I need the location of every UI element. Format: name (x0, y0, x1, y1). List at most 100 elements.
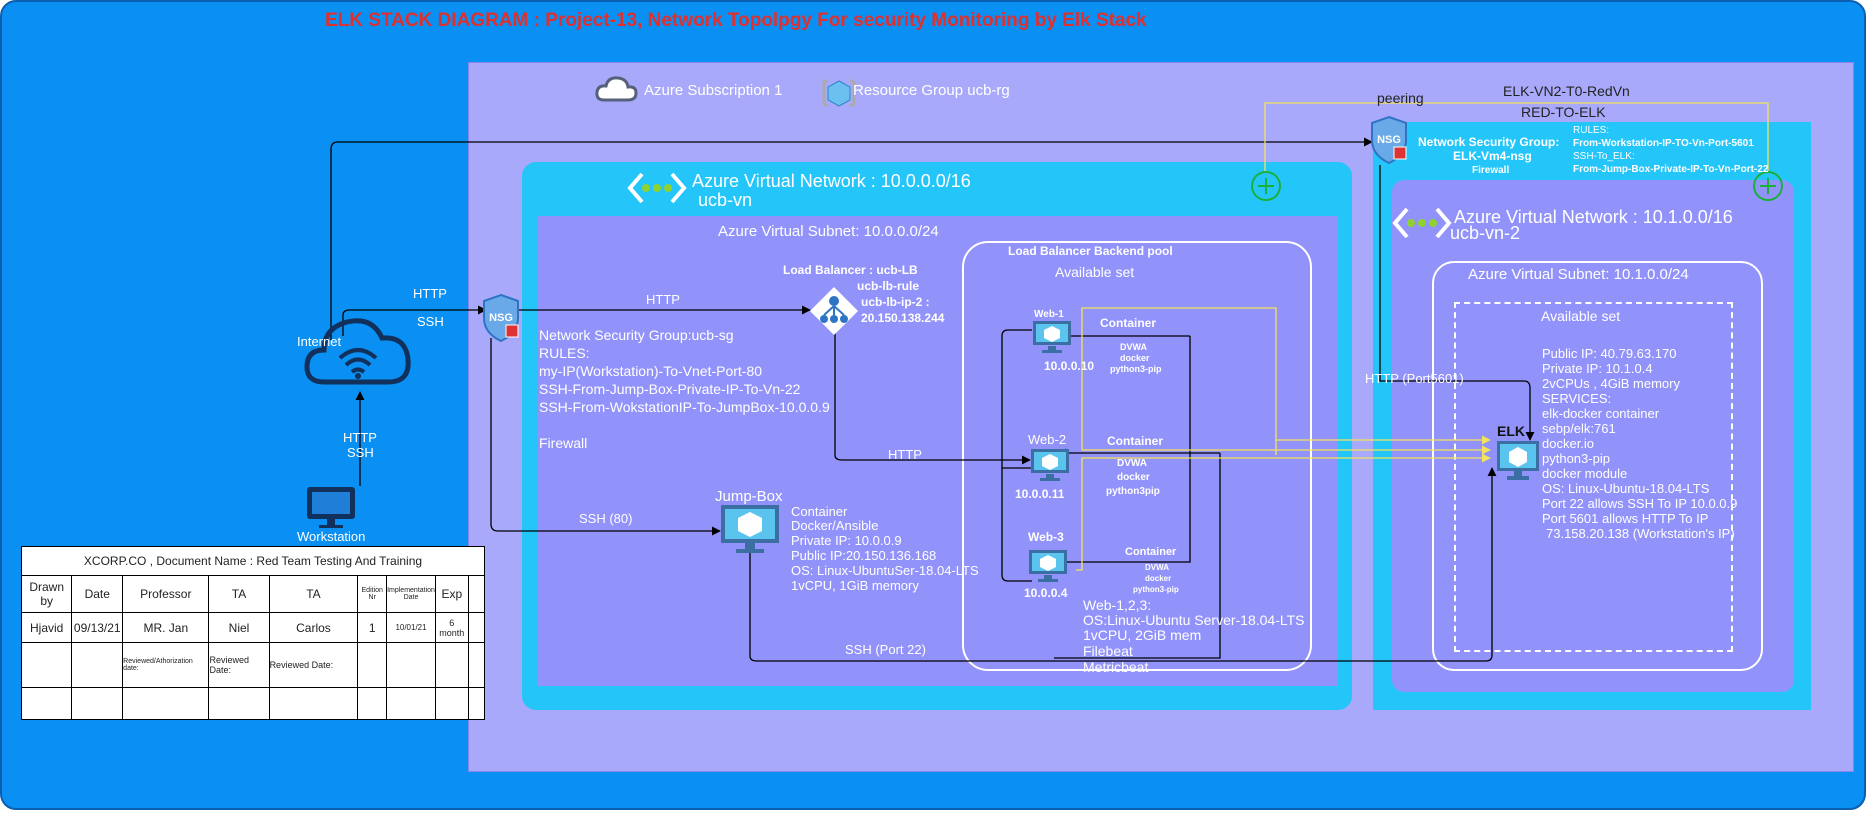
elk-l8: python3-pip (1542, 451, 1610, 466)
vm-icon (720, 504, 780, 563)
table-cell-empty (467, 642, 486, 688)
lb-http-label: HTTP (646, 292, 680, 307)
jumpbox-l5: OS: Linux-UbuntuSer-18.04-LTS (791, 563, 979, 578)
diagram-title: ELK STACK DIAGRAM : Project-13, Network … (325, 10, 1147, 31)
monitor-icon (305, 485, 357, 534)
jumpbox-l1: Container (791, 504, 848, 519)
nsg-shield-icon: NSG (1368, 115, 1410, 170)
elk-available-set-region (1454, 302, 1733, 652)
table-cell-empty (20, 687, 73, 720)
line-web-bracket-left (1001, 329, 1032, 582)
table-cell-empty (434, 687, 469, 720)
elk-l3: 2vCPUs , 4GiB memory (1542, 376, 1680, 391)
nsg-elk-badge: NSG (1377, 134, 1401, 146)
web1-name: Web-1 (1034, 309, 1064, 320)
table-cell-blank (467, 612, 486, 643)
line-jumpbox-to-elk (749, 467, 1497, 662)
webs-info-l3: 1vCPU, 2GiB mem (1083, 627, 1202, 643)
jumpbox-l4: Public IP:20.150.136.168 (791, 548, 937, 563)
elk-label: ELK (1497, 423, 1525, 439)
table-cell-empty (122, 687, 210, 720)
table-header-ta2: TA (268, 575, 359, 613)
table-header-blank (467, 575, 486, 613)
web1-ip: 10.0.0.10 (1044, 359, 1095, 373)
table-header-drawn: Drawn by (20, 575, 73, 613)
vm-icon (1496, 440, 1540, 489)
table-cell-date: 09/13/21 (71, 612, 124, 643)
web2-ip: 10.0.0.11 (1015, 487, 1065, 501)
web3-docker: docker (1145, 574, 1172, 583)
webs-info-l5: Metricbeat (1083, 659, 1149, 675)
web3-pip: python3-pip (1133, 585, 1179, 594)
web3-container: Container (1125, 546, 1177, 558)
table-cell-review1: Reviewed Date: (208, 642, 270, 688)
vnet2-name: ucb-vn-2 (1450, 223, 1521, 243)
vm-icon (1028, 549, 1068, 588)
peering-label: peering (1377, 90, 1424, 106)
elk-l9: docker module (1542, 466, 1628, 481)
web3-dvwa: DVWA (1145, 563, 1169, 572)
line-container-web2 (1054, 453, 1221, 659)
subnet2-region (1432, 261, 1763, 671)
table-cell-drawn: Hjavid (20, 612, 73, 643)
web3-ip: 10.0.0.4 (1024, 586, 1068, 600)
pool-avail-label: Available set (1055, 264, 1135, 280)
web1-dvwa: DVWA (1120, 342, 1147, 352)
internet-label: Internet (297, 334, 342, 349)
web3-name: Web-3 (1028, 530, 1064, 544)
table-cell-empty (20, 642, 73, 688)
vnet2-title: Azure Virtual Network : 10.1.0.0/16 (1454, 207, 1733, 227)
table-cell-empty (467, 687, 486, 720)
elk-l12: Port 5601 allows HTTP To IP (1542, 511, 1709, 526)
web1-container: Container (1100, 316, 1157, 330)
nsg-elk-rules-title: RULES: (1573, 125, 1610, 136)
table-header-exp: Exp (434, 575, 469, 613)
table-cell-ta1: Niel (208, 612, 270, 643)
lb-ip-label: ucb-lb-ip-2 : (861, 295, 930, 309)
nsg-elk-firewall: Firewall (1472, 165, 1510, 176)
table-cell-empty (71, 642, 124, 688)
internet-http-label: HTTP (413, 286, 447, 301)
nsg-elk-rule1: From-Workstation-IP-TO-Vn-Port-5601 (1573, 138, 1754, 149)
backend-pool-region (962, 241, 1312, 671)
elk-available-set-label: Available set (1541, 308, 1621, 324)
subnet1-title: Azure Virtual Subnet: 10.0.0.0/24 (718, 223, 939, 240)
jumpbox-title: Jump-Box (715, 488, 783, 505)
vnet1-name: ucb-vn (698, 190, 753, 210)
table-cell-empty (268, 687, 359, 720)
lb-rule: ucb-lb-rule (857, 279, 919, 293)
table-cell-empty (208, 687, 270, 720)
table-header-implementation: Implementation Date (386, 575, 436, 613)
line-lb-to-web2 (834, 325, 1031, 465)
table-cell-ta2: Carlos (268, 612, 359, 643)
peering-line (1264, 102, 1769, 172)
web1-pip: python3-pip (1110, 364, 1162, 374)
table-cell-empty (71, 687, 124, 720)
workstation-http-label: HTTP (343, 430, 377, 445)
lb-ip: 20.150.138.244 (861, 311, 945, 325)
line-internet-to-elk-nsg (330, 137, 1373, 340)
table-cell-empty (357, 642, 388, 688)
vnet2-region (1392, 180, 1794, 692)
load-balancer-icon (808, 285, 860, 342)
filebeat-line-web3 (1076, 453, 1491, 571)
resource-group-icon (820, 75, 858, 114)
lb-title: Load Balancer : ucb-LB (783, 263, 918, 277)
nsg-elk-name: ELK-Vm4-nsg (1453, 149, 1532, 163)
resource-group-label: Resource Group ucb-rg (853, 82, 1010, 99)
web1-docker: docker (1120, 353, 1150, 363)
elk-l5: elk-docker container (1542, 406, 1660, 421)
table-header-professor: Professor (122, 575, 210, 613)
web2-name: Web-2 (1028, 432, 1067, 447)
line-internet-to-nsg (342, 305, 487, 336)
line-nsg-to-elk (1379, 165, 1535, 441)
elk-l11: Port 22 allows SSH To IP 10.0.0.9 (1542, 496, 1738, 511)
web2-container: Container (1107, 434, 1164, 448)
table-cell-empty (357, 687, 388, 720)
nsg-main-firewall: Firewall (539, 435, 588, 451)
jumpbox-l2: Docker/Ansible (791, 518, 879, 533)
vnet-icon (626, 170, 688, 211)
table-cell-review2: Reviewed Date: (268, 642, 359, 688)
table-header-edition: Edition Nr (357, 575, 388, 613)
